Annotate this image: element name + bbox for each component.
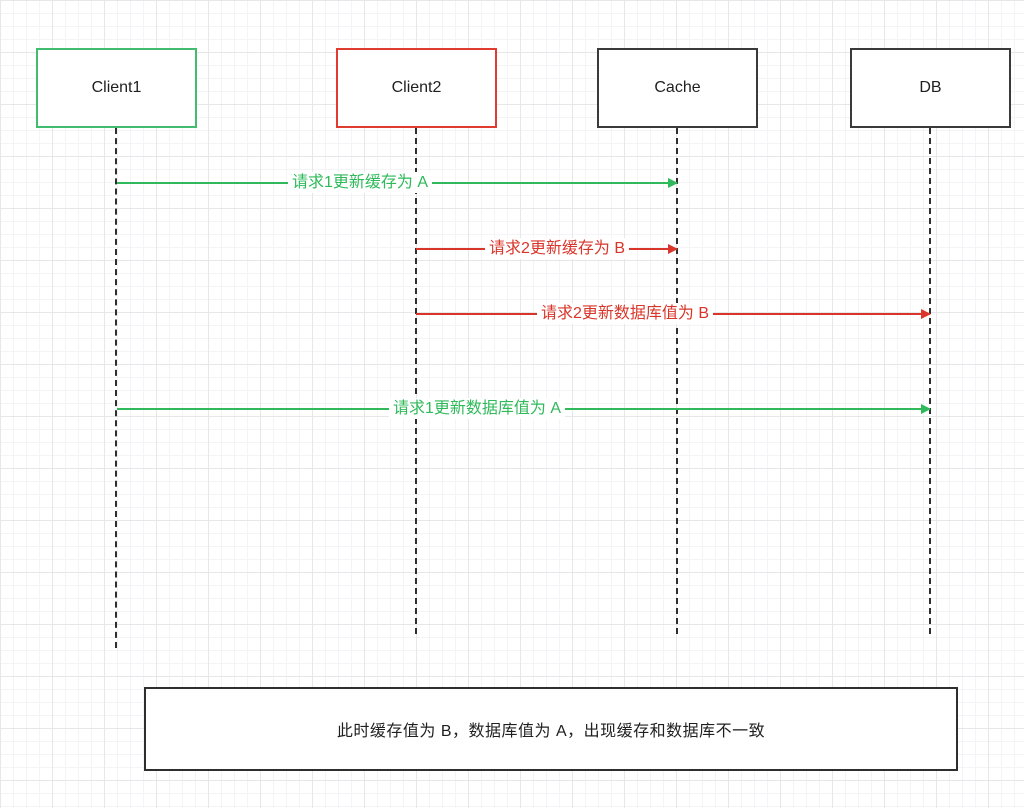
message-label-4: 请求1更新数据库值为 A xyxy=(388,398,566,419)
message-arrow-2-client2-to-cache[interactable]: 请求2更新缓存为 B xyxy=(416,238,678,259)
message-label-2: 请求2更新缓存为 B xyxy=(484,238,630,259)
actor-box-db[interactable]: DB xyxy=(850,48,1011,128)
note-text: 此时缓存值为 B，数据库值为 A，出现缓存和数据库不一致 xyxy=(336,723,766,740)
actor-label-client2: Client2 xyxy=(391,79,442,96)
message-arrow-4-client1-to-db[interactable]: 请求1更新数据库值为 A xyxy=(117,398,931,419)
lifeline-cache xyxy=(676,128,678,634)
lifeline-client2 xyxy=(415,128,417,634)
lifeline-client1 xyxy=(115,128,117,648)
actor-box-client2[interactable]: Client2 xyxy=(336,48,497,128)
arrowhead-icon xyxy=(668,178,678,188)
message-label-3: 请求2更新数据库值为 B xyxy=(536,303,714,324)
message-label-1: 请求1更新缓存为 A xyxy=(287,172,433,193)
actor-box-cache[interactable]: Cache xyxy=(597,48,758,128)
message-arrow-3-client2-to-db[interactable]: 请求2更新数据库值为 B xyxy=(416,303,931,324)
message-arrow-1-client1-to-cache[interactable]: 请求1更新缓存为 A xyxy=(117,172,678,193)
note-box[interactable]: 此时缓存值为 B，数据库值为 A，出现缓存和数据库不一致 xyxy=(144,687,958,771)
arrowhead-icon xyxy=(921,309,931,319)
arrowhead-icon xyxy=(668,244,678,254)
actor-label-db: DB xyxy=(919,79,942,96)
actor-label-client1: Client1 xyxy=(91,79,142,96)
actor-box-client1[interactable]: Client1 xyxy=(36,48,197,128)
arrowhead-icon xyxy=(921,404,931,414)
actor-label-cache: Cache xyxy=(654,79,701,96)
lifeline-db xyxy=(929,128,931,634)
